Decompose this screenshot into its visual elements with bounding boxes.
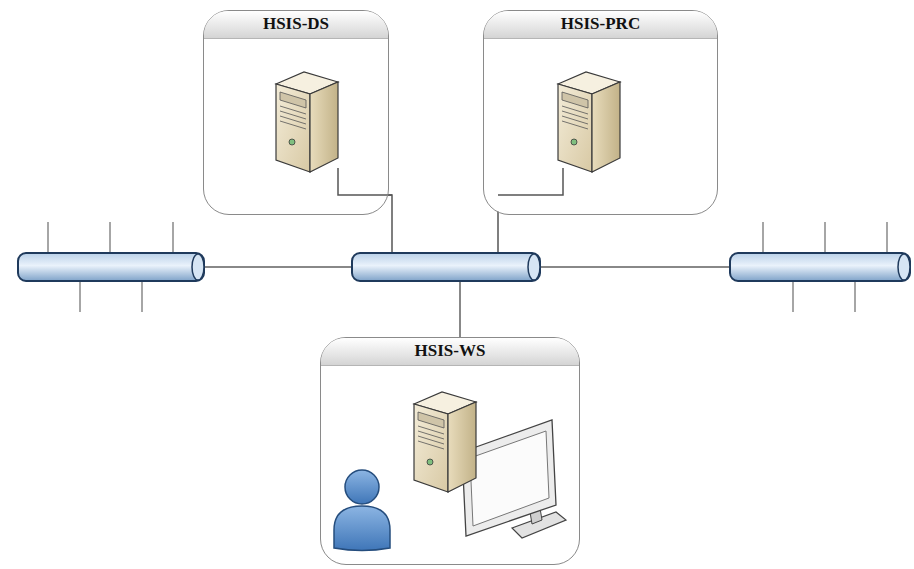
host-label: HSIS-DS: [204, 11, 388, 39]
box-ground: [484, 11, 717, 214]
trunk-line: [536, 266, 734, 268]
server-icon: [414, 392, 476, 492]
server-icon: [558, 72, 620, 172]
host-label: HSIS-PRC: [484, 11, 717, 39]
box-ground: [204, 11, 388, 214]
bus-pipe: [730, 253, 910, 281]
drop-line: [459, 281, 461, 338]
host-label: HSIS-WS: [321, 338, 579, 366]
drop-line: [338, 168, 392, 195]
trunk-line: [200, 266, 356, 268]
bus-pipe: [18, 253, 204, 281]
network-host-box: HSIS-DS: [203, 10, 389, 215]
server-icon: [276, 72, 338, 172]
box-ground: [321, 338, 579, 564]
bus-pipe: [352, 253, 540, 281]
drop-line: [498, 168, 563, 195]
network-host-box: HSIS-WS: [320, 337, 580, 565]
network-host-box: HSIS-PRC: [483, 10, 718, 215]
user-icon: [334, 470, 390, 551]
monitor-icon: [462, 420, 566, 538]
